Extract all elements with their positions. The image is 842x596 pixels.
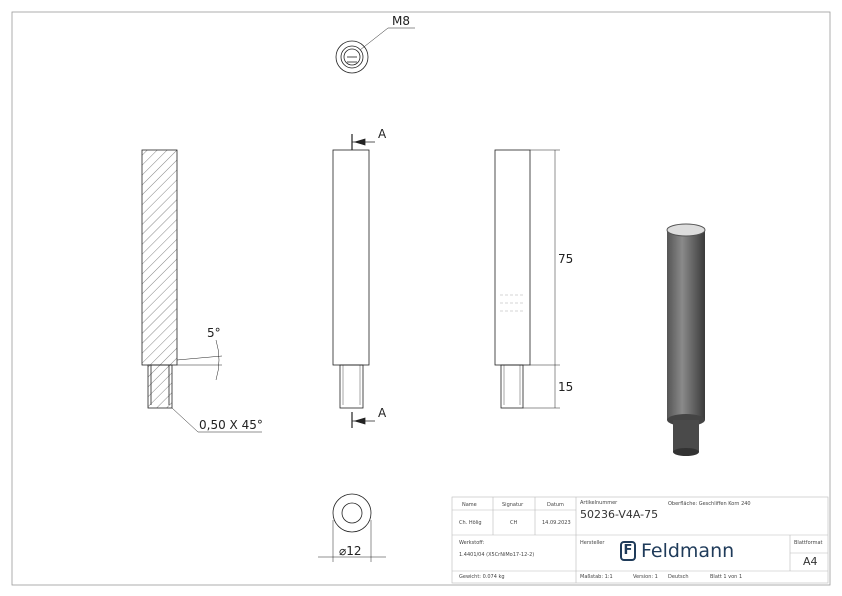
version: Version: 1 (633, 574, 658, 580)
author-signature: CH (510, 520, 518, 526)
front-view (332, 134, 375, 428)
chamfer-label: 0,50 X 45° (199, 418, 263, 432)
drawing-date: 14.09.2023 (542, 520, 571, 526)
language: Deutsch (668, 574, 689, 580)
title-block-grid (451, 496, 829, 584)
feldmann-f-icon: F (620, 541, 636, 561)
scale: Maßstab: 1:1 (580, 574, 613, 580)
article-number: 50236-V4A-75 (580, 508, 659, 521)
author-name: Ch. Hölig (459, 520, 482, 526)
material: 1.4401/04 (X5CrNiMo17-12-2) (459, 552, 535, 558)
weight: Gewicht: 0.074 kg (459, 574, 505, 580)
bottom-view (318, 493, 386, 562)
side-view (494, 149, 560, 409)
section-label-bottom: A (378, 406, 387, 420)
section-label-top: A (378, 127, 387, 141)
diameter-label: ⌀12 (339, 544, 362, 558)
thread-length-label: 15 (558, 380, 573, 394)
thread-label: M8 (392, 14, 410, 28)
format-label: Blattformat (794, 540, 823, 546)
material-label: Werkstoff: (459, 540, 485, 546)
isometric-render (666, 223, 706, 456)
brand-name: Feldmann (641, 540, 735, 562)
name-header: Name (462, 502, 477, 508)
top-view (335, 27, 415, 74)
sheet-border (11, 11, 831, 586)
section-view (141, 149, 262, 433)
date-header: Datum (547, 502, 564, 508)
sheet-number: Blatt 1 von 1 (710, 574, 743, 580)
length-label: 75 (558, 252, 573, 266)
surface: Oberfläche: Geschliffen Korn 240 (668, 501, 751, 507)
signature-header: Signatur (502, 502, 524, 508)
article-label: Artikelnummer (580, 500, 618, 506)
brand-logo: F Feldmann (620, 540, 734, 562)
sheet-format: A4 (803, 555, 818, 568)
manufacturer-label: Hersteller (580, 540, 605, 546)
angle-label: 5° (207, 326, 221, 340)
